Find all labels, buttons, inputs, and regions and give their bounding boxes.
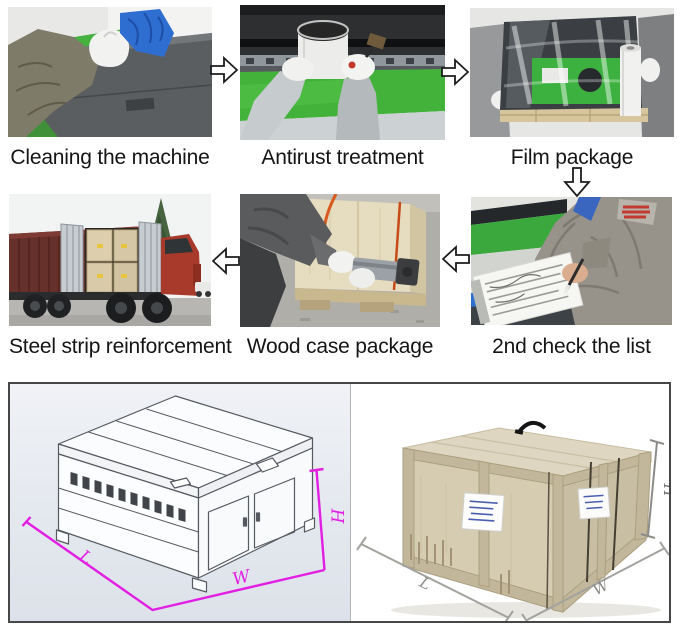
caption-antirust-treatment: Antirust treatment xyxy=(261,146,424,169)
film-package-photo-illustration xyxy=(470,8,674,137)
container-truck-photo-illustration xyxy=(9,194,211,326)
drawing-dim-w: W xyxy=(231,566,254,590)
machine-drawing-illustration: L W H xyxy=(21,395,347,612)
arrow-down-icon xyxy=(563,167,591,198)
caption-wood-case-package: Wood case package xyxy=(246,335,434,358)
cleaning-photo-illustration xyxy=(8,7,212,137)
photo-film-package xyxy=(470,8,674,137)
arrow-left-icon xyxy=(212,246,240,276)
crate-photo-illustration: L W H xyxy=(356,420,669,621)
crate-dim-l: L xyxy=(416,573,434,594)
caption-film-package: Film package xyxy=(510,146,634,169)
photo-2nd-check-the-list xyxy=(471,197,672,325)
check-list-photo-illustration xyxy=(471,197,672,325)
caption-cleaning-the-machine: Cleaning the machine xyxy=(10,146,210,169)
machine-dimension-drawing: L W H xyxy=(10,384,351,621)
photo-antirust-treatment xyxy=(240,5,445,140)
crate-dimension-photo: L W H xyxy=(351,384,669,621)
photo-wood-case-package xyxy=(240,194,440,327)
package-dimensions-panel: L W H xyxy=(8,382,671,623)
crate-dim-h: H xyxy=(660,482,669,497)
arrow-right-icon xyxy=(441,57,469,87)
arrow-right-icon xyxy=(210,55,238,85)
photo-cleaning-the-machine xyxy=(8,7,212,137)
antirust-photo-illustration xyxy=(240,5,445,140)
photo-steel-strip-reinforcement xyxy=(9,194,211,326)
drawing-dim-h: H xyxy=(327,508,347,525)
arrow-left-icon xyxy=(442,244,470,274)
caption-steel-strip-reinforcement: Steel strip reinforcement xyxy=(9,335,232,358)
wood-case-photo-illustration xyxy=(240,194,440,327)
caption-2nd-check-the-list: 2nd check the list xyxy=(492,335,651,358)
